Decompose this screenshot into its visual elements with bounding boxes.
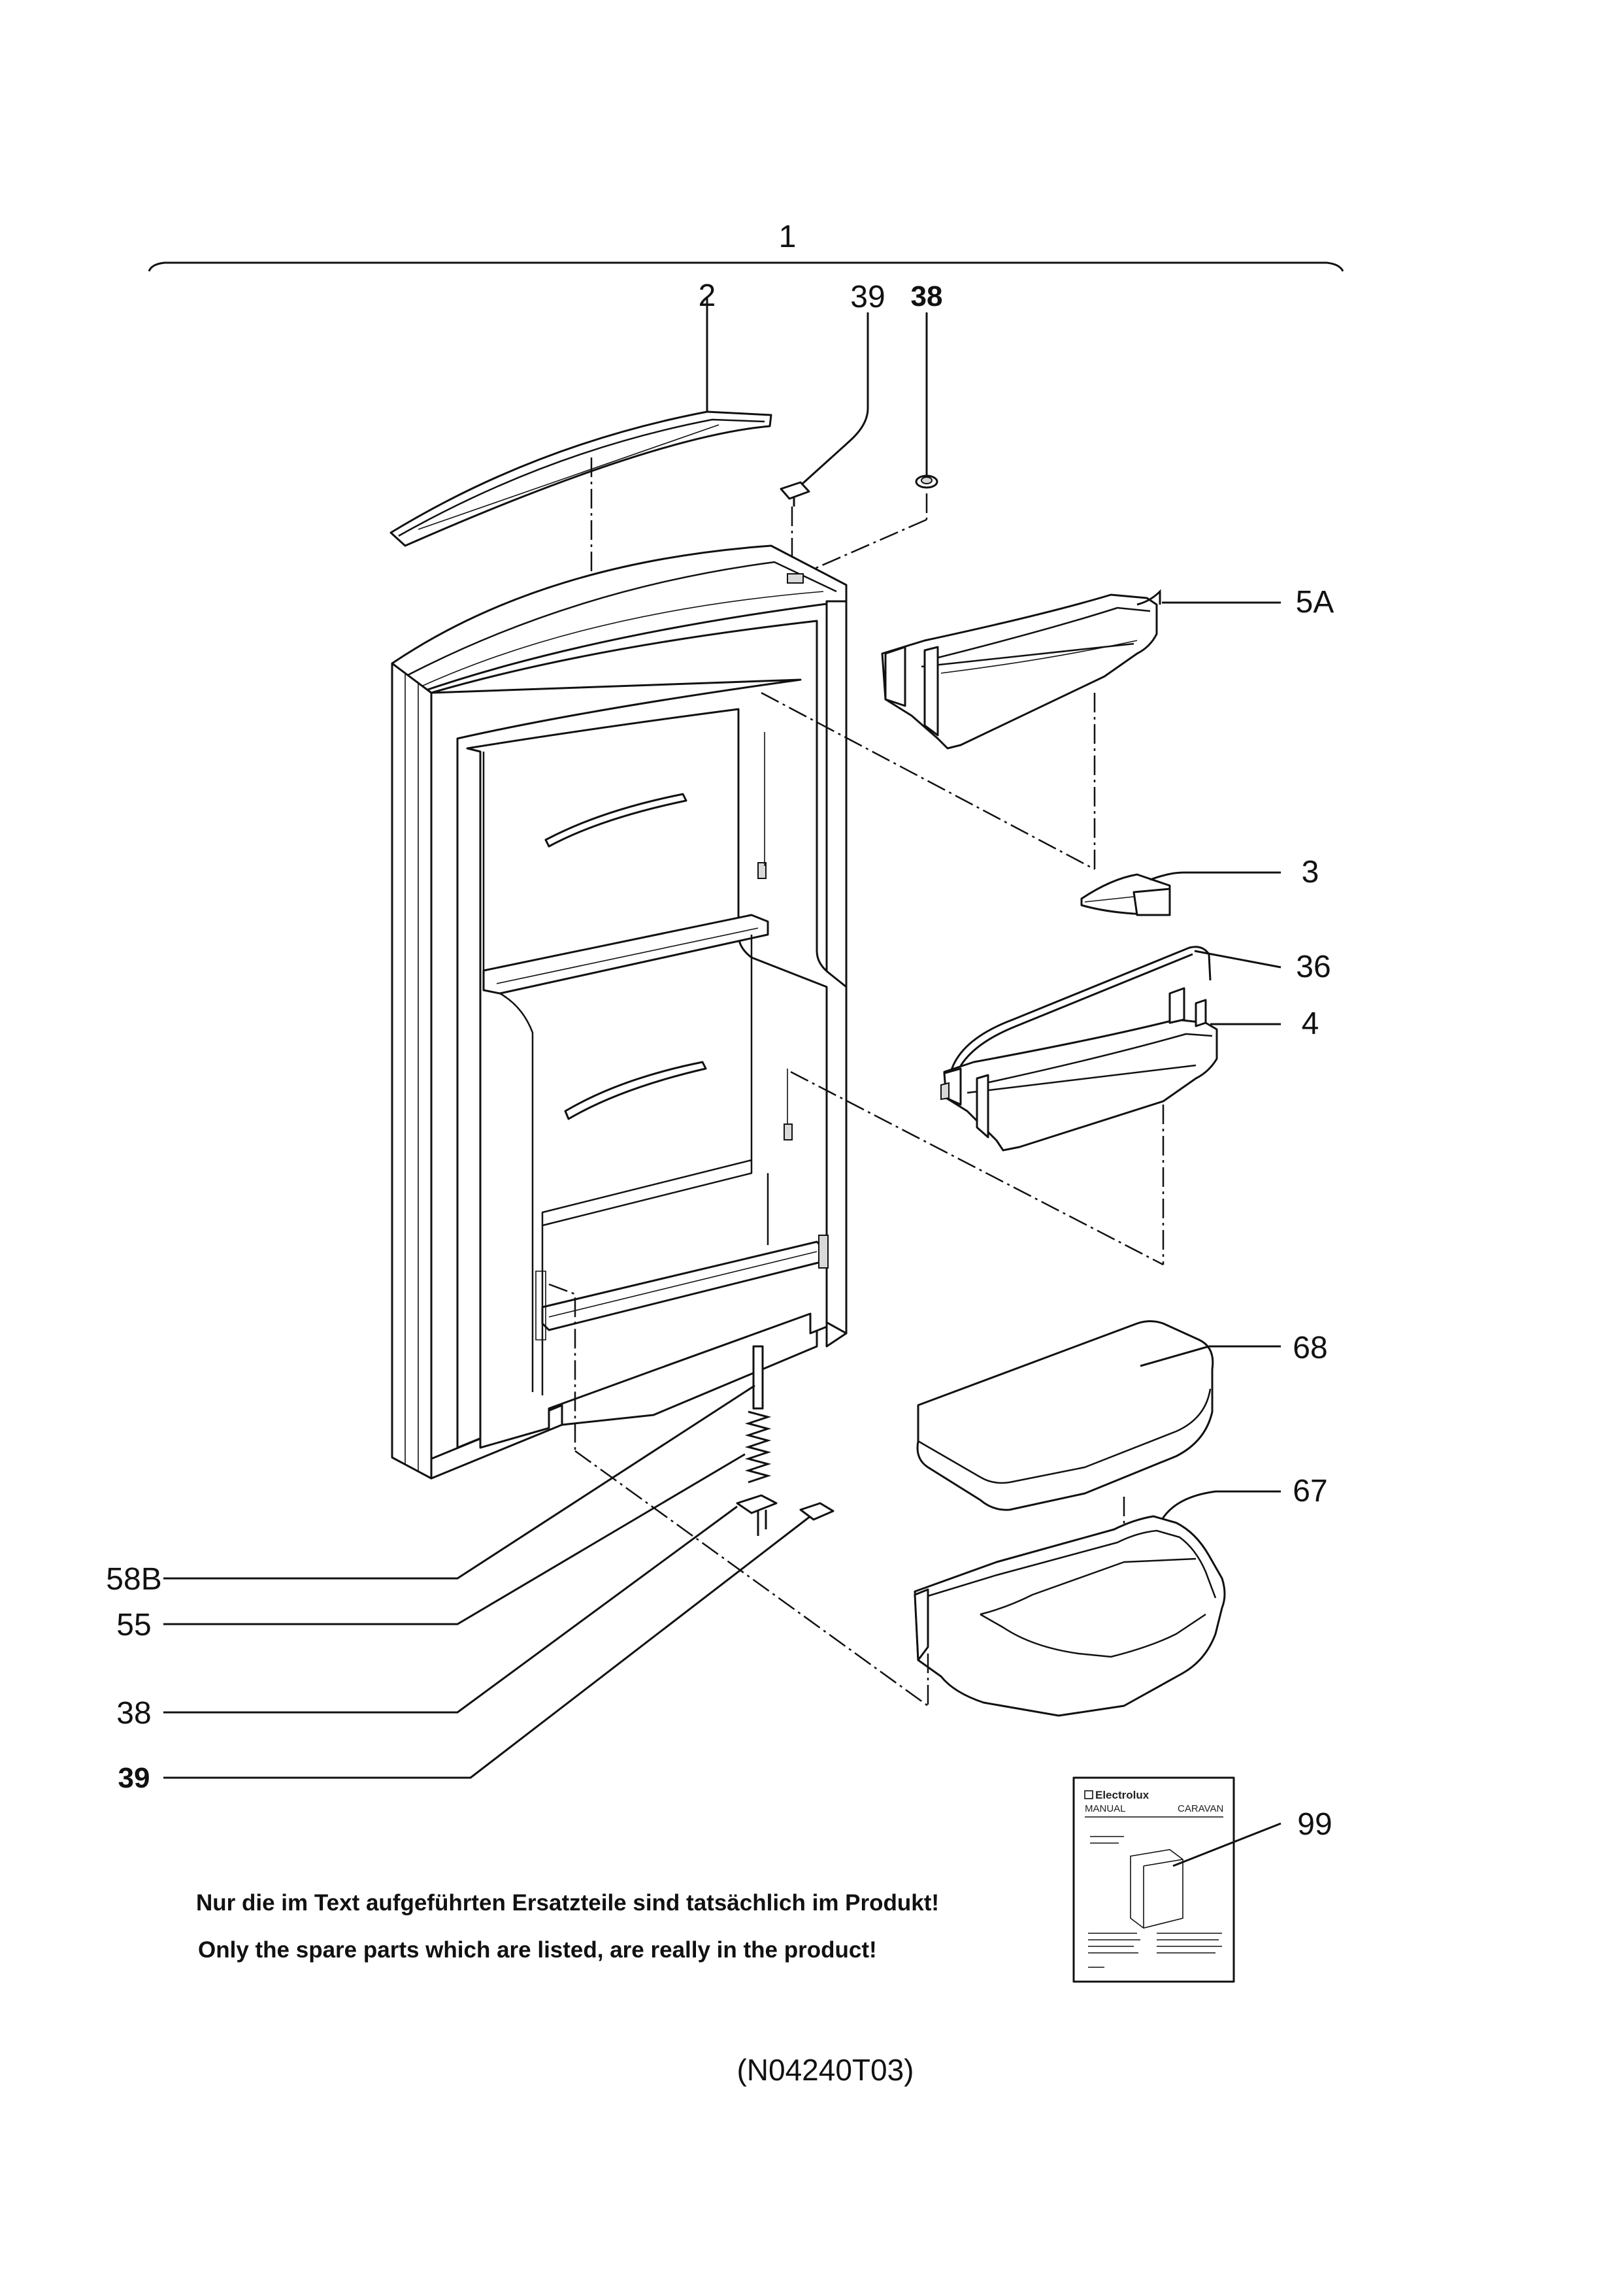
part-3-retainer bbox=[1080, 871, 1281, 916]
drawing-code: (N04240T03) bbox=[736, 2053, 914, 2087]
label-55: 55 bbox=[116, 1608, 151, 1642]
label-4: 4 bbox=[1302, 1007, 1319, 1041]
dash-4-diag bbox=[790, 1071, 1164, 1266]
dash-5a-diag bbox=[761, 691, 1095, 871]
manual-left-title: MANUAL bbox=[1085, 1803, 1126, 1814]
assembly-bracket bbox=[148, 261, 1344, 272]
manual-brand: Electrolux bbox=[1095, 1789, 1149, 1801]
label-5a: 5A bbox=[1296, 585, 1334, 620]
label-58b: 58B bbox=[106, 1562, 161, 1597]
part-4-lower-bin bbox=[940, 987, 1281, 1152]
label-1: 1 bbox=[779, 220, 797, 254]
label-39-bottom: 39 bbox=[118, 1762, 150, 1794]
manual-right-title: CARAVAN bbox=[1178, 1803, 1223, 1814]
label-67: 67 bbox=[1293, 1474, 1327, 1508]
label-38-top: 38 bbox=[911, 280, 943, 312]
label-99: 99 bbox=[1297, 1807, 1332, 1842]
part-5a-upper-bin bbox=[881, 589, 1281, 750]
door-assembly bbox=[391, 544, 848, 1480]
note-german: Nur die im Text aufgeführten Ersatzteile… bbox=[196, 1890, 939, 1916]
part-99-manual: Electrolux MANUAL CARAVAN bbox=[1072, 1776, 1281, 1983]
part-39-top-clip bbox=[780, 312, 869, 565]
dash-67-diag bbox=[574, 1450, 929, 1707]
label-39-top: 39 bbox=[850, 280, 885, 314]
note-english: Only the spare parts which are listed, a… bbox=[198, 1937, 877, 1963]
part-68-bin-lid bbox=[916, 1320, 1281, 1542]
part-38-top-pin bbox=[806, 312, 938, 573]
label-68: 68 bbox=[1293, 1331, 1327, 1365]
label-36: 36 bbox=[1296, 950, 1331, 984]
part-67-bottom-bin bbox=[914, 1490, 1281, 1717]
label-3: 3 bbox=[1302, 855, 1319, 890]
lower-hinge-parts bbox=[163, 1345, 835, 1779]
part-2-top-trim bbox=[389, 297, 772, 575]
label-2: 2 bbox=[699, 278, 716, 313]
label-38-bottom: 38 bbox=[116, 1696, 151, 1731]
